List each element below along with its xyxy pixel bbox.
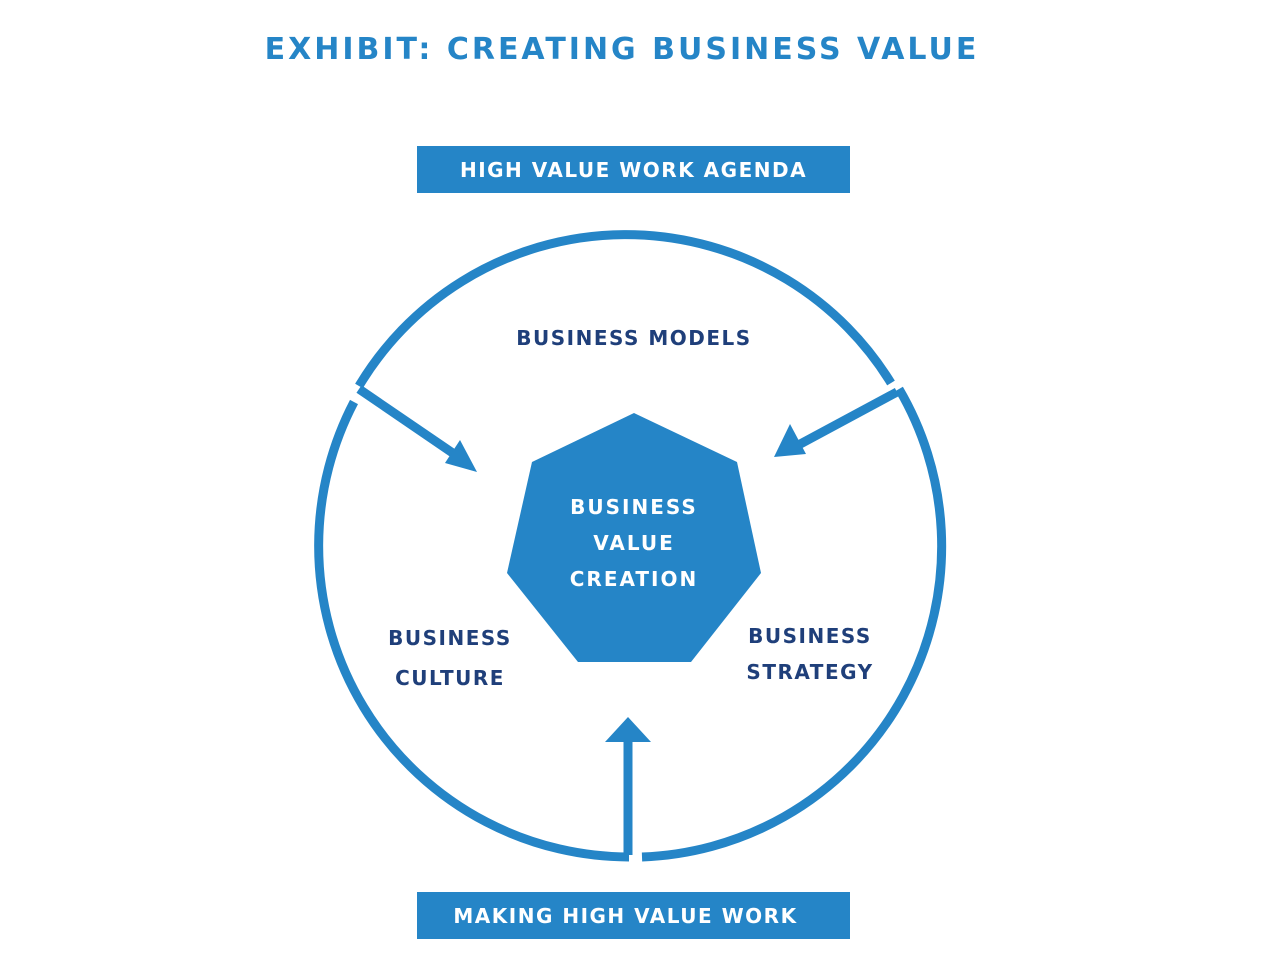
business-models-label: BUSINESS MODELS	[516, 326, 752, 350]
cycle-arc-left	[314, 399, 630, 862]
value-creation-heptagon	[507, 413, 761, 662]
arrow-right-shaft	[788, 388, 900, 453]
arrow-left-shaft	[356, 385, 463, 462]
high-value-work-agenda-label: HIGH VALUE WORK AGENDA	[459, 157, 808, 182]
exhibit-title: EXHIBIT: CREATING BUSINESS VALUE	[264, 32, 980, 67]
arrow-right-head	[774, 424, 806, 457]
business-value-creation-label: BUSINESS VALUE CREATION	[569, 495, 699, 591]
cycle-arc-right	[641, 386, 947, 862]
business-strategy-label: BUSINESS STRATEGY	[746, 624, 874, 684]
making-high-value-work-banner: MAKING HIGH VALUE WORK	[417, 892, 850, 939]
arrow-left-head	[445, 440, 477, 472]
arrow-bottom-head	[605, 717, 651, 742]
cycle-arc-top	[355, 230, 895, 389]
high-value-work-agenda-banner: HIGH VALUE WORK AGENDA	[417, 146, 850, 193]
business-culture-label: BUSINESS CULTURE	[388, 626, 512, 690]
making-high-value-work-label: MAKING HIGH VALUE WORK	[453, 903, 798, 928]
